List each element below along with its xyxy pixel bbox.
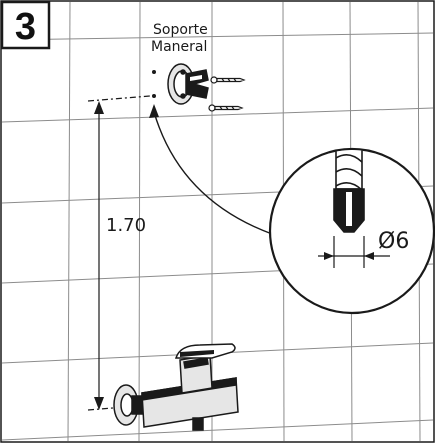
screw-lower	[208, 104, 244, 112]
shower-mixer	[113, 343, 239, 431]
drill-mark-upper	[152, 70, 156, 74]
bracket-label-line2: Maneral	[151, 39, 207, 55]
drill-bit-callout	[268, 147, 435, 315]
callout-arrow	[149, 104, 273, 235]
step-number: 3	[15, 6, 36, 48]
drill-diameter-label: Ø6	[378, 229, 409, 254]
drill-mark-lower	[152, 94, 156, 98]
screw-upper	[210, 76, 246, 84]
handshower-bracket	[167, 63, 209, 105]
height-label: 1.70	[106, 215, 146, 236]
step-number-box	[0, 0, 51, 50]
bracket-label-line1: Soporte	[153, 22, 208, 38]
